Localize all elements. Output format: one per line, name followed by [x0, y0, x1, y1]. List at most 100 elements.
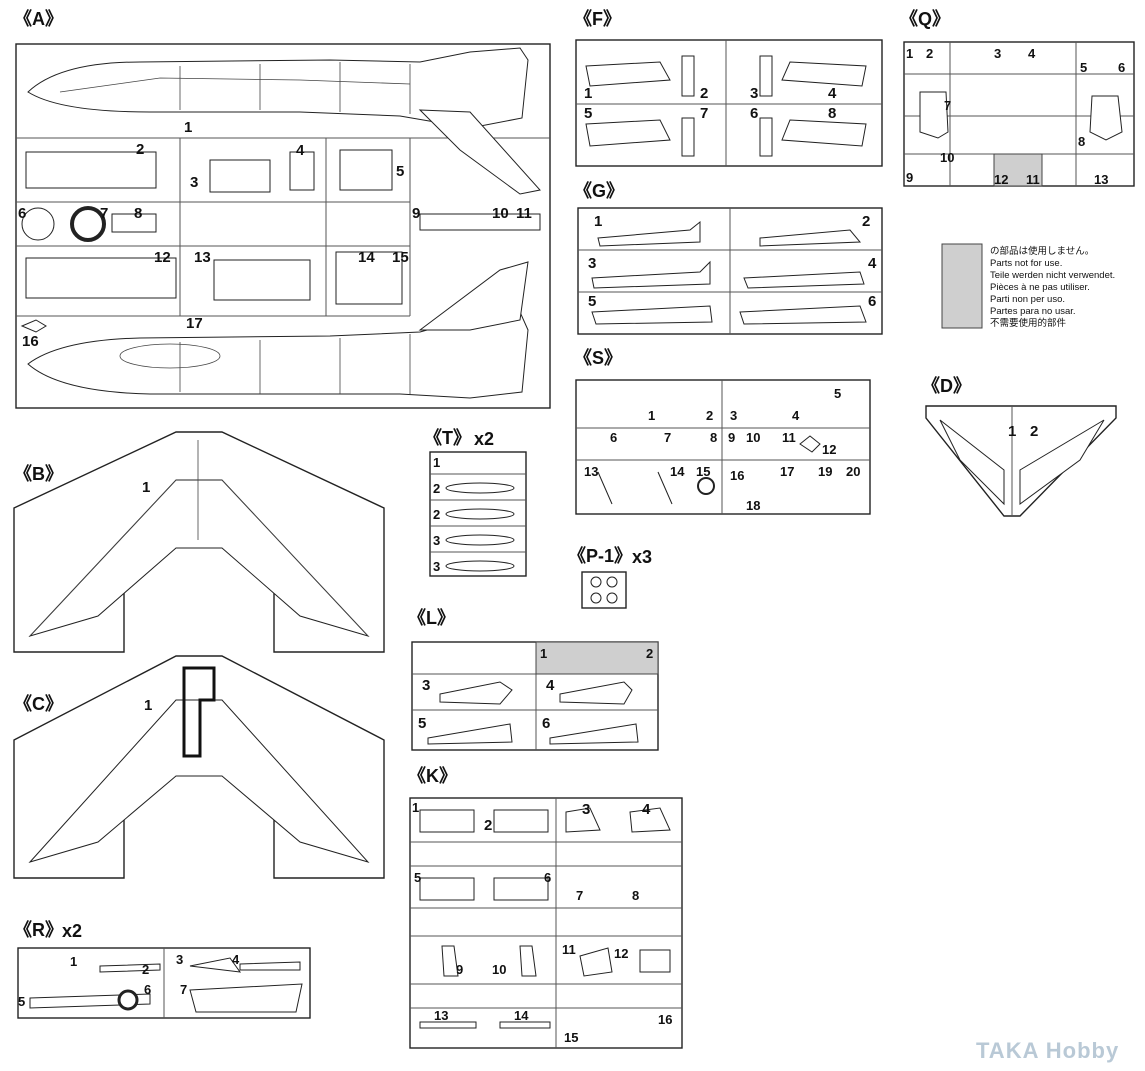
num: 4 — [828, 85, 837, 102]
num: 2 — [433, 507, 440, 522]
part-a3 — [209, 159, 271, 193]
num: 11 — [1026, 172, 1040, 187]
num: 7 — [944, 98, 951, 113]
num: 6 — [1118, 60, 1125, 75]
wing-lower — [28, 699, 370, 863]
num: 6 — [18, 205, 26, 222]
legend-line: Partes para no usar. — [990, 306, 1076, 317]
num: 13 — [434, 1008, 448, 1023]
not-for-use-legend: の部品は使用しません。 Parts not for use. Teile wer… — [941, 243, 1115, 329]
num: 4 — [642, 801, 651, 818]
sprue-g-label: 《G》 — [574, 181, 624, 201]
legend-line: Parti non per uso. — [990, 294, 1065, 305]
num: 8 — [1078, 134, 1085, 149]
num: 1 — [540, 646, 547, 661]
num: 2 — [1030, 423, 1038, 440]
sprue-b: 《B》 1 — [13, 431, 385, 653]
num: 1 — [648, 408, 655, 423]
num: 6 — [750, 105, 758, 122]
sprue-p1: 《P-1》 x3 — [568, 546, 652, 609]
num: 3 — [750, 85, 758, 102]
num: 9 — [906, 170, 913, 185]
legend-line: の部品は使用しません。 — [990, 245, 1094, 257]
part-q7 — [919, 91, 949, 139]
num: 4 — [1028, 46, 1036, 61]
sprue-g: 《G》 1 2 3 4 5 6 — [574, 181, 883, 335]
sprue-f-label: 《F》 — [574, 9, 621, 29]
not-for-use-l1-l2 — [535, 641, 659, 675]
num: 13 — [194, 249, 211, 266]
sprue-t: 《T》 x2 1 2 2 3 3 — [424, 428, 527, 577]
num: 2 — [484, 817, 492, 834]
num: 10 — [492, 205, 509, 222]
num: 2 — [862, 213, 870, 230]
num: 1 — [906, 46, 913, 61]
num: 12 — [822, 442, 836, 457]
num: 14 — [670, 464, 685, 479]
num: 12 — [154, 249, 171, 266]
num: 20 — [846, 464, 860, 479]
part-q8 — [1089, 95, 1123, 141]
num: 11 — [562, 942, 576, 957]
sprue-q-label: 《Q》 — [900, 9, 950, 29]
num: 7 — [700, 105, 708, 122]
num: 5 — [418, 715, 426, 732]
num: 15 — [564, 1030, 578, 1045]
num: 10 — [492, 962, 506, 977]
sprue-f: 《F》 1 2 3 4 5 7 6 8 — [574, 9, 883, 167]
num: 1 — [70, 954, 77, 969]
num: 1 — [433, 455, 440, 470]
num: 10 — [940, 150, 954, 165]
num: 1 — [1008, 423, 1016, 440]
num: 9 — [456, 962, 463, 977]
legend-line: Parts not for use. — [990, 258, 1062, 269]
tail-fin-lower — [418, 261, 529, 331]
num: 2 — [136, 141, 144, 158]
part-a14-15 — [335, 251, 403, 305]
part-a2 — [25, 151, 157, 189]
num: 9 — [412, 205, 420, 222]
legend-line: Teile werden nicht verwendet. — [990, 270, 1115, 281]
not-for-use-q11-q12 — [993, 153, 1043, 187]
num: 14 — [514, 1008, 529, 1023]
num: 4 — [296, 142, 305, 159]
part-a4 — [289, 151, 315, 191]
num: 5 — [18, 994, 25, 1009]
num: 15 — [392, 249, 409, 266]
num: 3 — [190, 174, 198, 191]
sprue-d-label: 《D》 — [922, 376, 971, 396]
num: 1 — [142, 479, 150, 496]
part-a16 — [20, 319, 47, 333]
num: 2 — [646, 646, 653, 661]
sprue-s: 《S》 1 2 3 4 5 6 7 8 9 10 11 12 13 14 15 … — [574, 348, 871, 515]
sprue-a-label: 《A》 — [14, 9, 63, 29]
num: 5 — [414, 870, 421, 885]
num: 14 — [358, 249, 375, 266]
legend-line: 不需要使用的部件 — [990, 317, 1067, 329]
num: 13 — [1094, 172, 1108, 187]
num: 2 — [433, 481, 440, 496]
num: 16 — [658, 1012, 672, 1027]
num: 5 — [584, 105, 592, 122]
num: 8 — [632, 888, 639, 903]
num: 3 — [433, 559, 440, 574]
num: 7 — [180, 982, 187, 997]
num: 6 — [868, 293, 876, 310]
wing-upper — [28, 479, 370, 637]
num: 1 — [584, 85, 592, 102]
num: 1 — [144, 697, 152, 714]
num: 8 — [828, 105, 836, 122]
watermark: TAKA Hobby — [976, 1038, 1119, 1063]
part-a5 — [339, 149, 393, 191]
legend-swatch — [941, 243, 983, 329]
num: 4 — [232, 952, 240, 967]
sprue-t-label: 《T》 — [424, 428, 471, 448]
num: 9 — [728, 430, 735, 445]
part-a8 — [111, 213, 157, 233]
sprue-c-label: 《C》 — [14, 694, 63, 714]
sprue-a: 《A》 1 2 3 4 5 6 7 — [14, 9, 551, 409]
num: 6 — [542, 715, 550, 732]
tail-fin-upper — [418, 109, 541, 195]
num: 5 — [834, 386, 841, 401]
